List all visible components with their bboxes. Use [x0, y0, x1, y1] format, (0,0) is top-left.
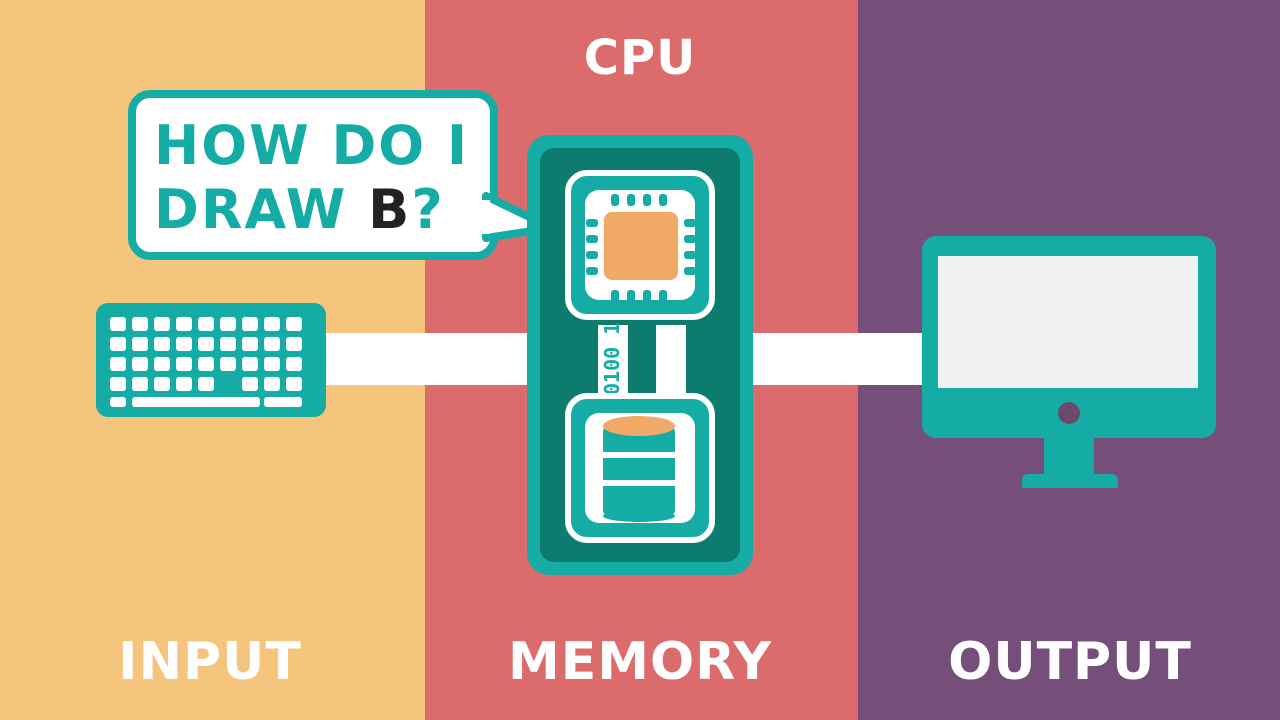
keyboard-key: [132, 357, 148, 371]
keyboard-key: [154, 317, 170, 331]
keyboard-key: [132, 377, 148, 391]
chip-pin: [684, 267, 696, 275]
keyboard-key: [110, 397, 126, 407]
chip-pin: [586, 235, 598, 243]
keyboard-key: [264, 397, 302, 407]
keyboard-key: [110, 317, 126, 331]
keyboard-key: [242, 317, 258, 331]
chip-pin: [627, 290, 635, 302]
monitor-stand: [1044, 438, 1094, 480]
keyboard-key: [132, 337, 148, 351]
memory-label: MEMORY: [507, 632, 773, 692]
keyboard-key: [132, 317, 148, 331]
speech-bubble-text: HOW DO I DRAW B?: [154, 114, 469, 242]
binary-data-text: 0100 1: [600, 322, 624, 395]
monitor-power-button: [1058, 402, 1080, 424]
bubble-line-2-suffix: ?: [411, 178, 445, 241]
keyboard-key: [242, 377, 258, 391]
memory-card-face: [585, 413, 695, 523]
chip-pin: [627, 194, 635, 206]
data-strip: [656, 325, 686, 395]
keyboard-key: [176, 317, 192, 331]
keyboard-key: [286, 377, 302, 391]
keyboard-key: [176, 357, 192, 371]
keyboard-key: [198, 377, 214, 391]
chip-pin: [586, 251, 598, 259]
chip-pin: [684, 235, 696, 243]
keyboard-key: [110, 337, 126, 351]
keyboard-key: [198, 317, 214, 331]
chip-pin: [586, 219, 598, 227]
output-bus: [750, 333, 928, 385]
monitor-screen: [938, 256, 1198, 388]
keyboard-key: [154, 377, 170, 391]
keyboard-key: [264, 377, 280, 391]
keyboard-key: [110, 377, 126, 391]
keyboard-key: [154, 337, 170, 351]
bubble-line-2-prefix: DRAW: [154, 178, 369, 241]
speech-bubble: HOW DO I DRAW B?: [128, 90, 498, 260]
keyboard-key: [220, 337, 236, 351]
processor-core: [604, 212, 678, 280]
chip-pin: [586, 267, 598, 275]
output-label: OUTPUT: [948, 632, 1192, 692]
keyboard-key: [154, 357, 170, 371]
memory-card: [565, 393, 715, 543]
keyboard-key: [286, 317, 302, 331]
cpu-label: CPU: [583, 30, 697, 86]
input-bus: [318, 333, 530, 385]
keyboard-key: [286, 337, 302, 351]
chip-pin: [659, 290, 667, 302]
keyboard-key: [176, 337, 192, 351]
data-strip: [598, 325, 628, 395]
monitor-base: [1022, 474, 1118, 488]
chip-pin: [611, 290, 619, 302]
keyboard-key: [264, 317, 280, 331]
chip-pin: [643, 290, 651, 302]
keyboard-icon: [96, 303, 326, 417]
keyboard-key: [264, 337, 280, 351]
bubble-line-1: HOW DO I: [154, 114, 470, 177]
keyboard-key: [176, 377, 192, 391]
chip-pin: [684, 251, 696, 259]
chip-pin: [684, 219, 696, 227]
keyboard-spacebar: [132, 397, 260, 407]
keyboard-key: [286, 357, 302, 371]
chip-pin: [659, 194, 667, 206]
bubble-line-2: DRAW B?: [154, 178, 469, 242]
bubble-highlight-letter: B: [368, 178, 412, 241]
keyboard-key: [220, 357, 236, 371]
keyboard-key: [198, 337, 214, 351]
keyboard-key: [242, 337, 258, 351]
keyboard-key: [110, 357, 126, 371]
input-label: INPUT: [118, 632, 302, 692]
chip-pin: [643, 194, 651, 206]
keyboard-key: [198, 357, 214, 371]
chip-pin: [611, 194, 619, 206]
keyboard-key: [264, 357, 280, 371]
keyboard-key: [220, 317, 236, 331]
keyboard-key: [242, 357, 258, 371]
